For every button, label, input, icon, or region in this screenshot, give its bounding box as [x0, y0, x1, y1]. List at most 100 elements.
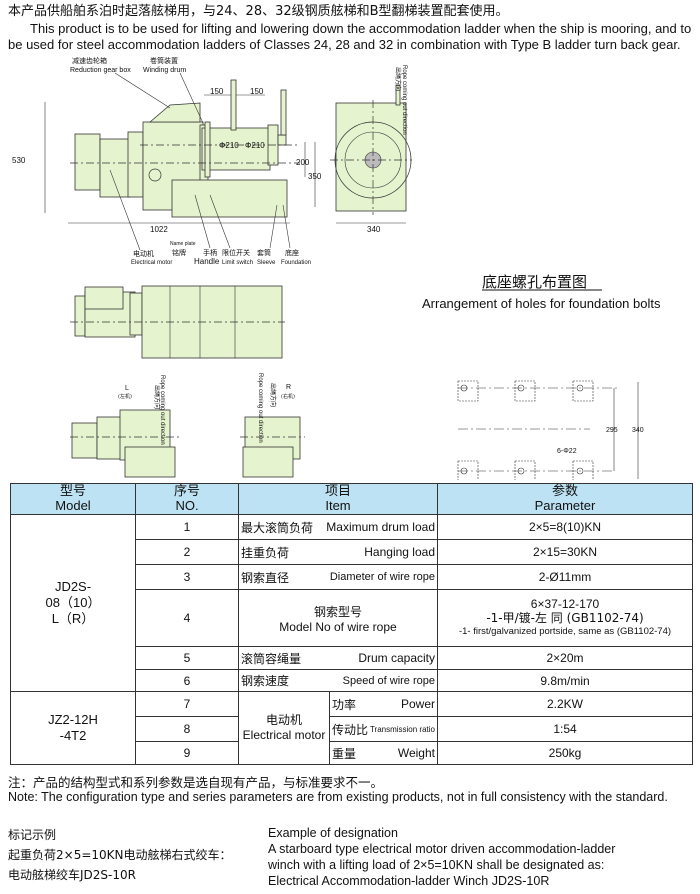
label-right-zh: (右机) [281, 393, 295, 400]
designation-zh-line1: 起重负荷2×5=10KN电动舷梯右式绞车： [8, 848, 232, 862]
row-no: 7 [135, 691, 239, 717]
item-zh: 挂重负荷 [241, 545, 290, 560]
header-param-en: Parameter [534, 498, 596, 513]
model-cell-jz2: JZ2-12H -4T2 [10, 691, 136, 765]
label-motor-zh: 电动机 [133, 249, 154, 258]
row-no: 6 [135, 669, 239, 692]
param-value-2: -1-甲/镀-左 同 (GB1102-74) [486, 611, 644, 625]
param-value: 2×5=8(10)KN [437, 514, 693, 540]
header-param-zh: 参数 [551, 484, 578, 499]
row-no: 8 [135, 716, 239, 742]
dim-1022: 1022 [150, 225, 168, 234]
item-en: Hanging load [364, 545, 435, 559]
header-model-zh: 型号 [59, 484, 86, 499]
dim-530: 530 [12, 156, 26, 165]
param-value: 1:54 [437, 716, 693, 742]
label-right: R [286, 384, 291, 391]
table-row: 2 挂重负荷 Hanging load 2×15=30KN [11, 539, 693, 565]
label-left-rope-en: Rope coming out direction [159, 375, 165, 445]
designation-zh-title: 标记示例 [8, 828, 57, 842]
row-no: 3 [135, 564, 239, 590]
item-zh: 最大滚筒负荷 [241, 520, 314, 535]
holes-title-zh: 底座螺孔布置图 [482, 273, 587, 291]
note-zh: 注：产品的结构型式和系列参数是选自现有产品，与标准要求不一。 [8, 775, 384, 790]
label-foundation-en: Foundation [281, 260, 311, 266]
item-zh: 钢索型号 [313, 604, 362, 619]
item-zh: 钢索速度 [241, 674, 290, 688]
param-value: 6×37-12-170 [530, 597, 600, 611]
dim-150-a: 150 [210, 87, 224, 96]
winch-drawing: 530 1022 150 150 Φ210 Φ210 200 350 减速齿轮箱… [12, 56, 661, 480]
item-en: Model No of wire rope [279, 619, 397, 634]
row-no: 1 [135, 514, 239, 540]
model-cell-jd2s: JD2S- 08（10） L（R） [10, 514, 136, 692]
top-view [70, 285, 285, 359]
model-line: 08（10） [45, 595, 101, 610]
param-value: 250kg [437, 741, 693, 765]
motor-zh: 电动机 [265, 713, 302, 727]
holes-title-en: Arrangement of holes for foundation bolt… [422, 296, 661, 311]
item-zh: 滚筒容绳量 [241, 651, 302, 666]
label-sleeve-en: Sleeve [257, 260, 276, 266]
header-no-zh: 序号 [173, 484, 200, 499]
model-line: -4T2 [59, 728, 87, 743]
item-en: Weight [397, 746, 435, 760]
label-left: L [125, 385, 129, 392]
label-right-rope-en: Rope coming out direction [257, 373, 263, 443]
intro-en-line2: be used for steel accommodation ladders … [8, 37, 681, 52]
item-en: Speed of wire rope [342, 674, 435, 687]
dim-340: 340 [367, 225, 381, 234]
item-en: Transmission ratio [369, 724, 435, 734]
left-view [70, 409, 180, 478]
item-en: Maximum drum load [326, 520, 435, 534]
param-value-3: -1- first/galvanized portside, same as (… [458, 626, 672, 637]
hole-pattern [457, 380, 639, 480]
side-view [330, 84, 412, 224]
motor-en: Electrical motor [242, 728, 326, 742]
label-limit-zh: 限位开关 [222, 248, 250, 257]
label-foundation-zh: 底座 [285, 248, 299, 257]
row-no: 9 [135, 741, 239, 765]
label-nameplate-en: Name plate [170, 241, 196, 247]
designation-zh-line2: 电动舷梯绞车JD2S-10R [8, 868, 136, 882]
intro-en-line1: This product is to be used for lifting a… [30, 21, 692, 36]
table-row: 9 重量 Weight 250kg [11, 741, 693, 765]
dim-210-b: Φ210 [245, 141, 265, 150]
header-item-en: Item [325, 498, 351, 513]
designation-en-title: Example of designation [268, 826, 398, 840]
label-drum-zh: 卷筒装置 [150, 56, 178, 65]
designation-en-line3: Electrical Accommodation-ladder Winch JD… [268, 874, 550, 888]
label-right-rope-zh: 出绳方向 [269, 383, 277, 407]
row-no: 4 [135, 589, 239, 647]
param-value: 2×20m [437, 646, 693, 670]
label-drum-en: Winding drum [143, 67, 186, 74]
item-zh: 重量 [332, 746, 357, 761]
label-gearbox-en: Reduction gear box [70, 67, 131, 74]
label-gearbox-zh: 减速齿轮箱 [72, 56, 107, 65]
item-en: Drum capacity [358, 651, 435, 665]
dim-295: 295 [606, 427, 618, 434]
note-en: Note: The configuration type and series … [8, 790, 668, 804]
row-no: 2 [135, 539, 239, 565]
designation-en-line2: winch with a lifting load of 2×5=10KN sh… [268, 858, 605, 872]
designation-en-line1: A starboard type electrical motor driven… [268, 842, 616, 856]
header-model-en: Model [55, 498, 91, 513]
label-sleeve-zh: 套筒 [257, 248, 271, 257]
param-value: 2×15=30KN [437, 539, 693, 565]
dim-150-b: 150 [250, 87, 264, 96]
table-row: JD2S- 08（10） L（R） 1 最大滚筒负荷 Maximum drum l… [10, 514, 693, 692]
label-rope-en: Rope coming out direction [401, 65, 407, 135]
label-rope-zh: 出绳方向 [394, 67, 402, 91]
intro-zh: 本产品供船舶系泊时起落舷梯用，与24、28、32级钢质舷梯和B型翻梯装置配套使用… [8, 4, 509, 19]
item-en: Diameter of wire rope [329, 571, 435, 583]
dim-200: 200 [296, 158, 310, 167]
model-line: JD2S- [54, 579, 92, 594]
label-handle-zh: 手柄 [203, 248, 217, 257]
header-no-en: NO. [175, 498, 199, 513]
dim-210-a: Φ210 [219, 141, 239, 150]
